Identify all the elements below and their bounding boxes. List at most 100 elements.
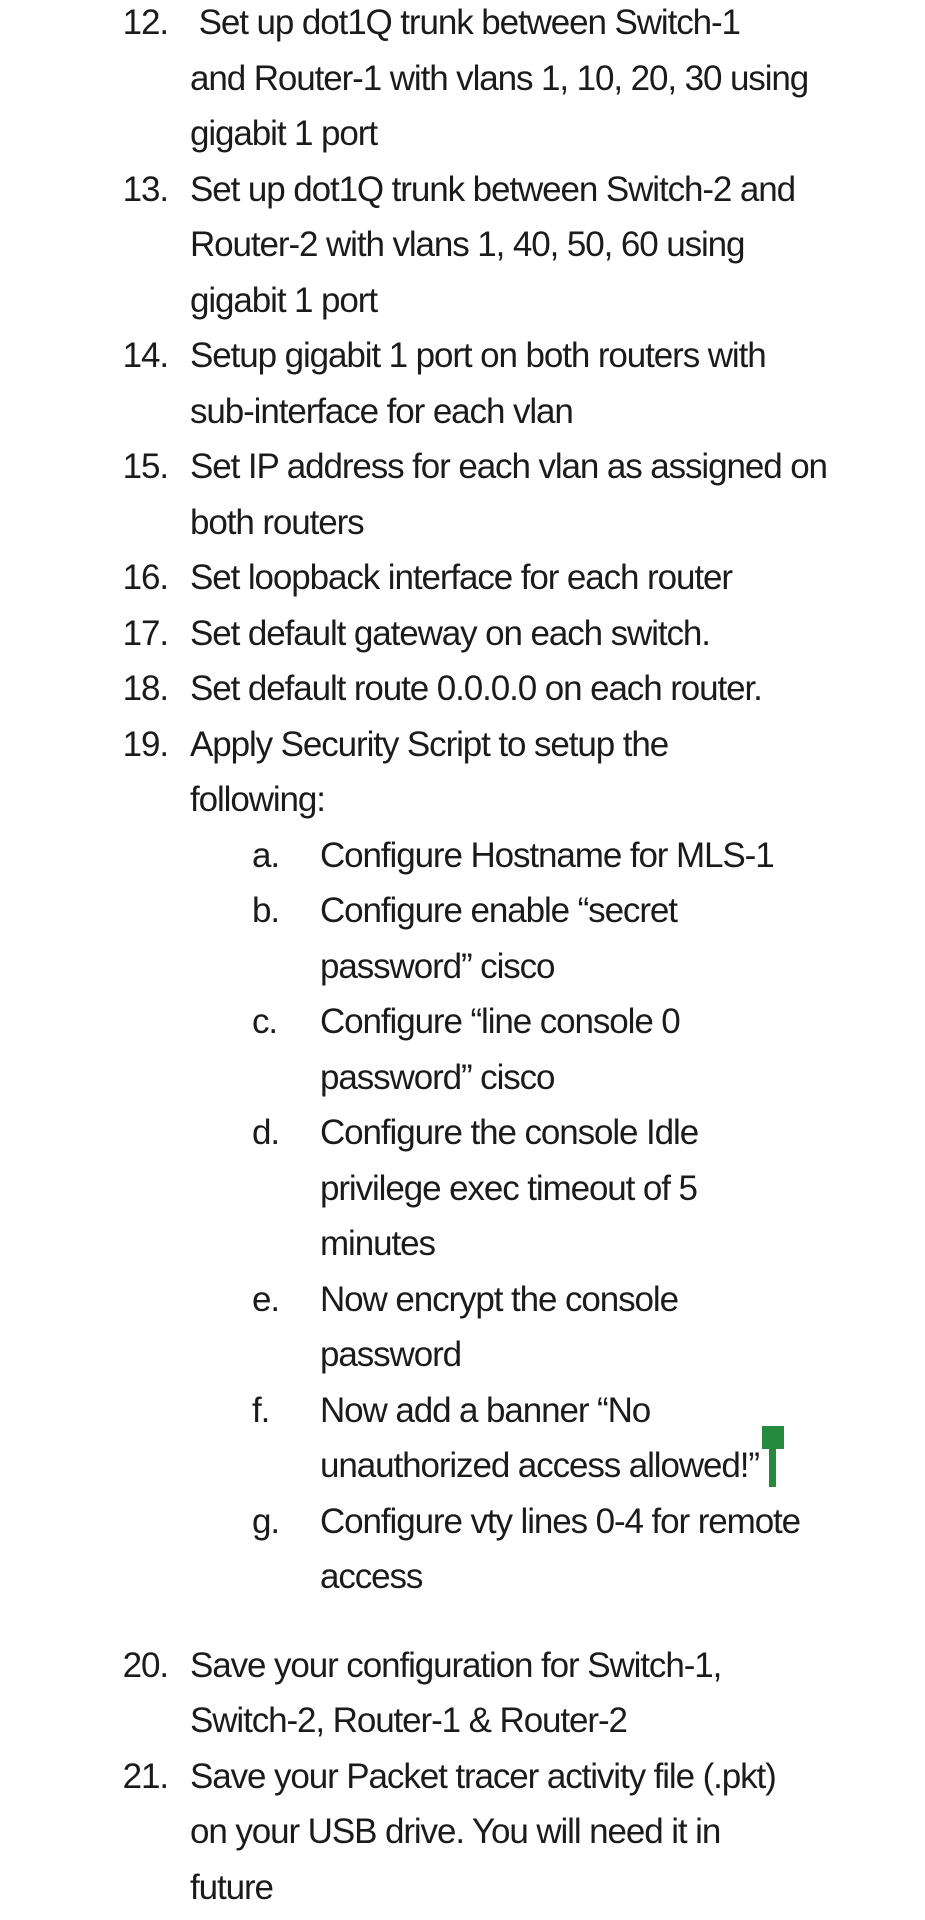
subitem-line-text: Configure vty lines 0-4 for remote: [320, 1501, 801, 1541]
item-line-text: both routers: [190, 502, 365, 542]
item-number: 14.: [122, 336, 169, 375]
item-line: Switch-2, Router-1 & Router-2: [190, 1693, 925, 1749]
list-item: 16. Set loopback interface for each route…: [0, 550, 925, 606]
item-line-text: Setup gigabit 1 port on both routers wit…: [190, 336, 767, 375]
subitem-letter: g.: [252, 1501, 280, 1541]
item-line-text: Save your configuration for Switch-1,: [190, 1645, 722, 1685]
item-line-text: Set IP address for each vlan as assigned…: [190, 447, 828, 486]
subitem-letter: a.: [252, 835, 280, 875]
item-number: 12.: [122, 3, 169, 42]
subitem-line: Configure “line console 0: [320, 994, 925, 1050]
subitem-body: Configure enable “secret password” cisco: [320, 883, 925, 994]
list-item: 21.Save your Packet tracer activity file…: [0, 1749, 925, 1916]
item-line-text: on your USB drive. You will need it in: [190, 1812, 721, 1851]
item-body: Set IP address for each vlan as assigned…: [190, 439, 925, 550]
item-line-text: gigabit 1 port: [190, 280, 378, 320]
item-line-text: Apply Security Script to setup the: [190, 724, 669, 764]
subitem-line-text: Now encrypt the console: [320, 1279, 679, 1319]
list-subitem: b. Configure enable “secret password” cisc…: [190, 883, 925, 994]
item-number: 13.: [122, 169, 169, 209]
item-body: Save your Packet tracer activity file (.…: [190, 1749, 925, 1916]
item-body: Apply Security Script to setup the follow…: [190, 717, 925, 1605]
list-item: 17. Set default gateway on each switch.: [0, 606, 925, 662]
item-line-text: sub-interface for each vlan: [190, 391, 574, 431]
item-line: future: [190, 1860, 925, 1916]
subitem-line-text: unauthorized access allowed!”: [320, 1446, 760, 1485]
text-insertion-cursor[interactable]: [759, 1426, 787, 1487]
item-line: Set default gateway on each switch.: [190, 606, 925, 662]
item-line-text: Switch-2, Router-1 & Router-2: [190, 1701, 628, 1740]
item-line: on your USB drive. You will need it in: [190, 1804, 925, 1860]
item-line: Set loopback interface for each router: [190, 550, 925, 606]
item-body: Save your configuration for Switch-1, Swi…: [190, 1638, 925, 1749]
item-number: 20.: [122, 1645, 169, 1685]
subitem-line-text: password” cisco: [320, 946, 556, 986]
item-line-text: Set up dot1Q trunk between Switch-2 and: [190, 169, 796, 209]
subitem-line: Configure the console Idle: [320, 1105, 925, 1161]
subitem-letter: b.: [252, 891, 280, 930]
list-item: 18.Set default route 0.0.0.0 on each rou…: [0, 661, 925, 717]
list-subitem: g. Configure vty lines 0-4 for remote acce…: [190, 1494, 925, 1605]
item-line: gigabit 1 port: [190, 273, 925, 329]
item-line: Set up dot1Q trunk between Switch-2 and: [190, 162, 925, 218]
item-line: following:: [190, 772, 925, 828]
item-body: Set loopback interface for each router: [190, 550, 925, 606]
subitem-line: Configure Hostname for MLS-1: [320, 828, 925, 884]
subitem-body: Configure vty lines 0-4 for remote access: [320, 1494, 925, 1605]
item-line: Save your Packet tracer activity file (.…: [190, 1749, 925, 1805]
item-line: Save your configuration for Switch-1,: [190, 1638, 925, 1694]
subitem-body: Configure Hostname for MLS-1: [320, 828, 925, 884]
item-line-text: gigabit 1 port: [190, 114, 378, 153]
subitem-line: Now encrypt the console: [320, 1272, 925, 1328]
subitem-line: access: [320, 1549, 925, 1605]
subitem-line-text: Configure the console Idle: [320, 1113, 699, 1152]
list-subitem: a. Configure Hostname for MLS-1: [190, 828, 925, 884]
list-item: 13. Set up dot1Q trunk between Switch-2 a…: [0, 162, 925, 329]
subitem-line: unauthorized access allowed!”: [320, 1426, 925, 1494]
subitem-line-text: Configure enable “secret: [320, 891, 678, 930]
subitem-line-text: Configure Hostname for MLS-1: [320, 835, 775, 875]
item-line-text: future: [190, 1867, 274, 1907]
subitem-line: password” cisco: [320, 1050, 925, 1106]
item-line-text: Set loopback interface for each router: [190, 558, 733, 597]
item-line-text: and Router-1 with vlans 1, 10, 20, 30 us…: [190, 58, 809, 98]
item-body: Setup gigabit 1 port on both routers wit…: [190, 328, 925, 439]
subitem-letter: e.: [252, 1279, 280, 1319]
subitem-line: minutes: [320, 1216, 925, 1272]
item-line: Router-2 with vlans 1, 40, 50, 60 using: [190, 217, 925, 273]
subitem-line: password” cisco: [320, 939, 925, 995]
subitem-letter: d.: [252, 1113, 280, 1152]
item-line: Set default route 0.0.0.0 on each router…: [190, 661, 925, 717]
subitem-line-text: password” cisco: [320, 1057, 556, 1097]
subitem-body: Configure “line console 0 password” cisco: [320, 994, 925, 1105]
item-body: Set default route 0.0.0.0 on each router…: [190, 661, 925, 717]
subitem-line-text: Configure “line console 0: [320, 1002, 681, 1041]
subitem-line: Configure enable “secret: [320, 883, 925, 939]
item-number: 15.: [122, 447, 169, 486]
list-item: 14. Setup gigabit 1 port on both routers …: [0, 328, 925, 439]
item-line: both routers: [190, 495, 925, 551]
item-line-text: Set up dot1Q trunk between Switch-1: [190, 3, 741, 42]
subitem-body: Configure the console Idle privilege exec…: [320, 1105, 925, 1272]
item-line: and Router-1 with vlans 1, 10, 20, 30 us…: [190, 51, 925, 107]
subitem-line: privilege exec timeout of 5: [320, 1161, 925, 1217]
list-subitem: d. Configure the console Idle privilege ex…: [190, 1105, 925, 1272]
list-item: 20. Save your configuration for Switch-1,…: [0, 1638, 925, 1749]
item-line: sub-interface for each vlan: [190, 384, 925, 440]
item-line: Apply Security Script to setup the: [190, 717, 925, 773]
list-item: 12. Set up dot1Q trunk between Switch-1 a…: [0, 0, 925, 162]
subitem-line-text: privilege exec timeout of 5: [320, 1168, 698, 1208]
list-item: 19. Apply Security Script to setup the fol…: [0, 717, 925, 1605]
item-number: 16.: [122, 558, 169, 597]
item-number: 19.: [122, 724, 169, 764]
item-number: 17.: [122, 613, 169, 653]
item-line: Set IP address for each vlan as assigned…: [190, 439, 925, 495]
subitem-line: Configure vty lines 0-4 for remote: [320, 1494, 925, 1550]
item-line: gigabit 1 port: [190, 106, 925, 162]
